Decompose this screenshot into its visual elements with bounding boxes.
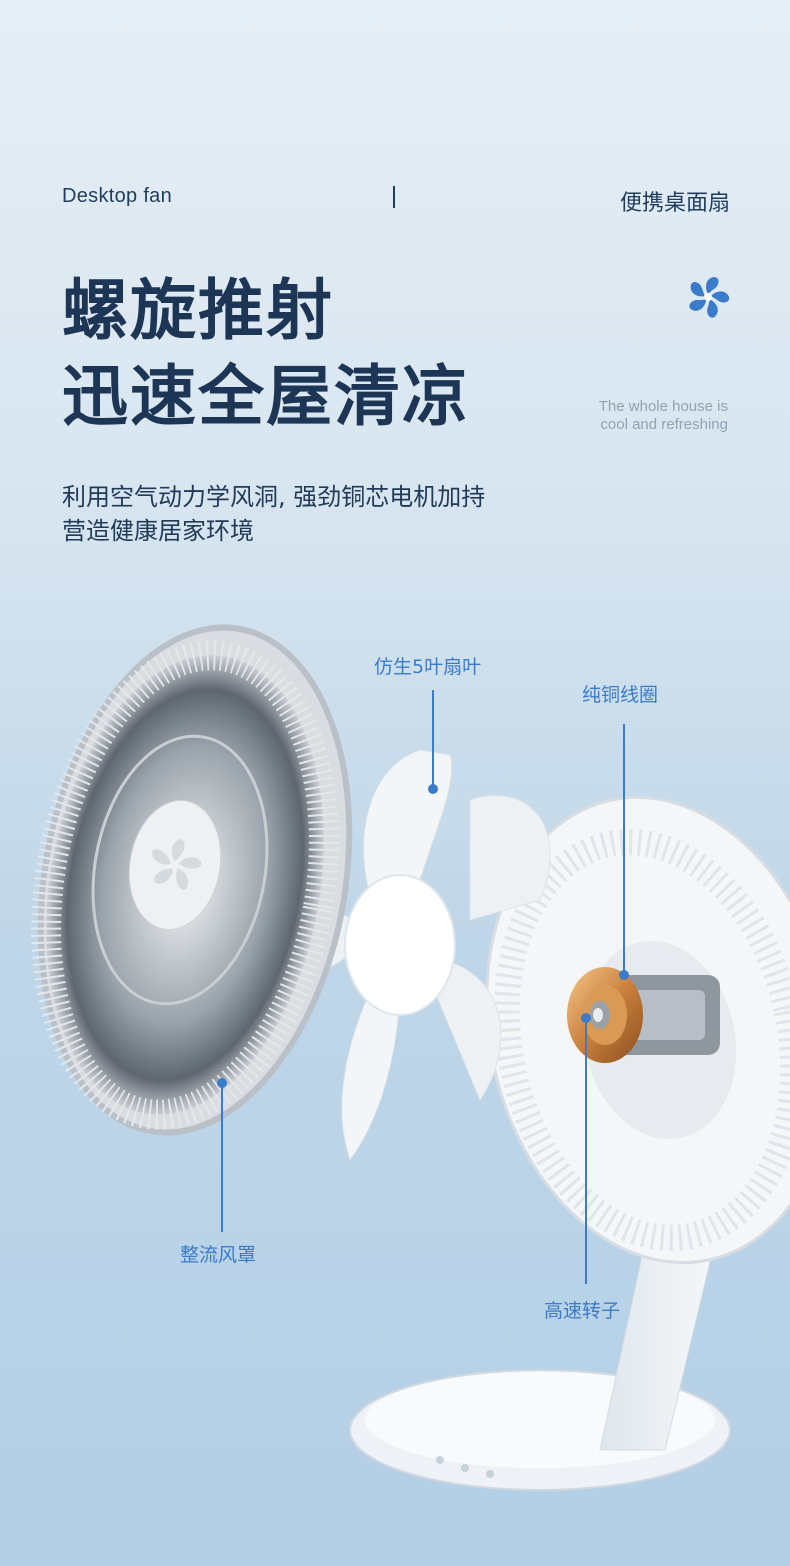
callout-coil-dot (619, 970, 629, 980)
callout-cover-dot (217, 1078, 227, 1088)
subtitle-en: The whole house is cool and refreshing (599, 398, 728, 434)
callout-blades-line (432, 690, 434, 788)
fan-icon (686, 275, 730, 319)
description-line-2: 营造健康居家环境 (62, 517, 254, 545)
fan-blades (277, 749, 551, 1162)
callout-coil-line (623, 724, 625, 974)
description-line-1: 利用空气动力学风洞, 强劲铜芯电机加持 (62, 483, 486, 511)
header-left-label: Desktop fan (62, 185, 173, 207)
header-right-label: 便携桌面扇 (619, 191, 730, 216)
callout-cover-line (221, 1084, 223, 1232)
copper-motor (567, 967, 720, 1063)
subtitle-en-line-2: cool and refreshing (600, 416, 728, 433)
callout-cover-label: 整流风罩 (180, 1244, 257, 1266)
front-grill (31, 624, 353, 1136)
callout-rotor-line (585, 1018, 587, 1284)
subtitle-en-line-1: The whole house is (598, 398, 728, 415)
callout-blades-label: 仿生5叶扇叶 (374, 656, 482, 678)
header-divider (393, 186, 395, 208)
description: 利用空气动力学风洞, 强劲铜芯电机加持 营造健康居家环境 (62, 480, 485, 548)
callout-coil-label: 纯铜线圈 (582, 684, 659, 706)
headline-line-2: 迅速全屋清凉 (62, 358, 470, 435)
callout-blades-dot (428, 784, 438, 794)
callout-rotor-label: 高速转子 (544, 1300, 621, 1322)
exploded-fan-illustration (31, 624, 790, 1491)
headline-line-1: 螺旋推射 (62, 272, 334, 349)
